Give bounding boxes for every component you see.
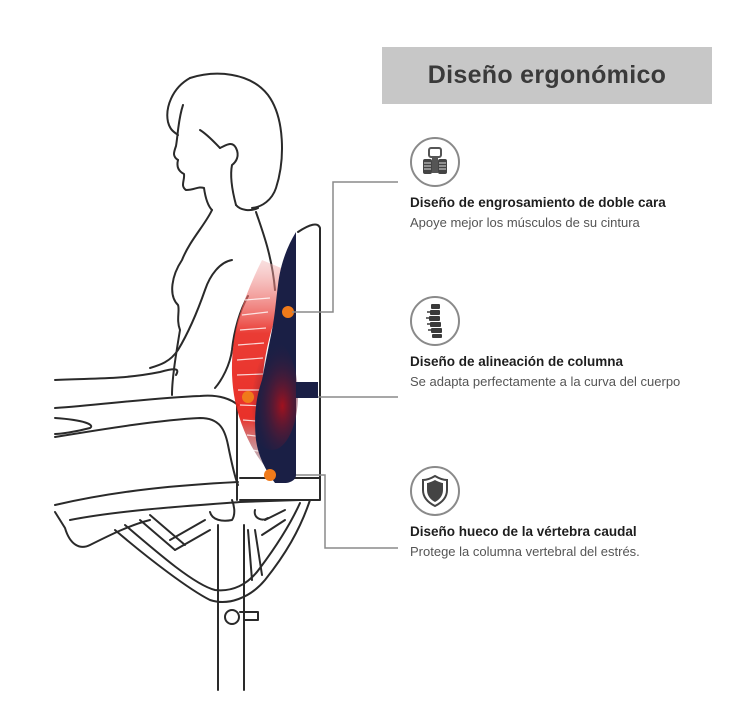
feature-double-thickness: Diseño de engrosamiento de doble cara Ap… — [410, 137, 740, 232]
feature-tailbone-hollow: Diseño hueco de la vértebra caudal Prote… — [410, 466, 740, 561]
marker-upper — [282, 306, 294, 318]
page-title: Diseño ergonómico — [427, 61, 667, 89]
feature-title: Diseño de alineación de columna — [410, 354, 624, 369]
feature-description: Protege la columna vertebral del estrés. — [410, 544, 640, 559]
feature-spine-alignment: Diseño de alineación de columna Se adapt… — [410, 296, 740, 391]
arm-outline — [149, 259, 233, 369]
spine-column-icon — [410, 296, 460, 346]
leader-line-3 — [296, 474, 398, 549]
title-banner: Diseño ergonómico — [382, 47, 712, 104]
face-outline — [176, 159, 213, 211]
hair-outline — [189, 72, 283, 209]
marker-lower — [264, 469, 276, 481]
chair-back-frame — [297, 223, 321, 479]
double-thickness-cushion-icon — [410, 137, 460, 187]
leader-line-1 — [292, 181, 398, 313]
feature-description: Apoye mejor los músculos de su cintura — [410, 215, 640, 230]
cushion-strap — [296, 382, 318, 398]
marker-middle — [242, 391, 254, 403]
shield-icon — [410, 466, 460, 516]
chest-outline — [171, 209, 213, 396]
chair-post — [217, 524, 245, 691]
thigh-outline — [54, 417, 239, 486]
feature-description: Se adapta perfectamente a la curva del c… — [410, 374, 681, 389]
feature-title: Diseño de engrosamiento de doble cara — [410, 195, 666, 210]
chair-seat — [54, 511, 151, 548]
feature-title: Diseño hueco de la vértebra caudal — [410, 524, 637, 539]
